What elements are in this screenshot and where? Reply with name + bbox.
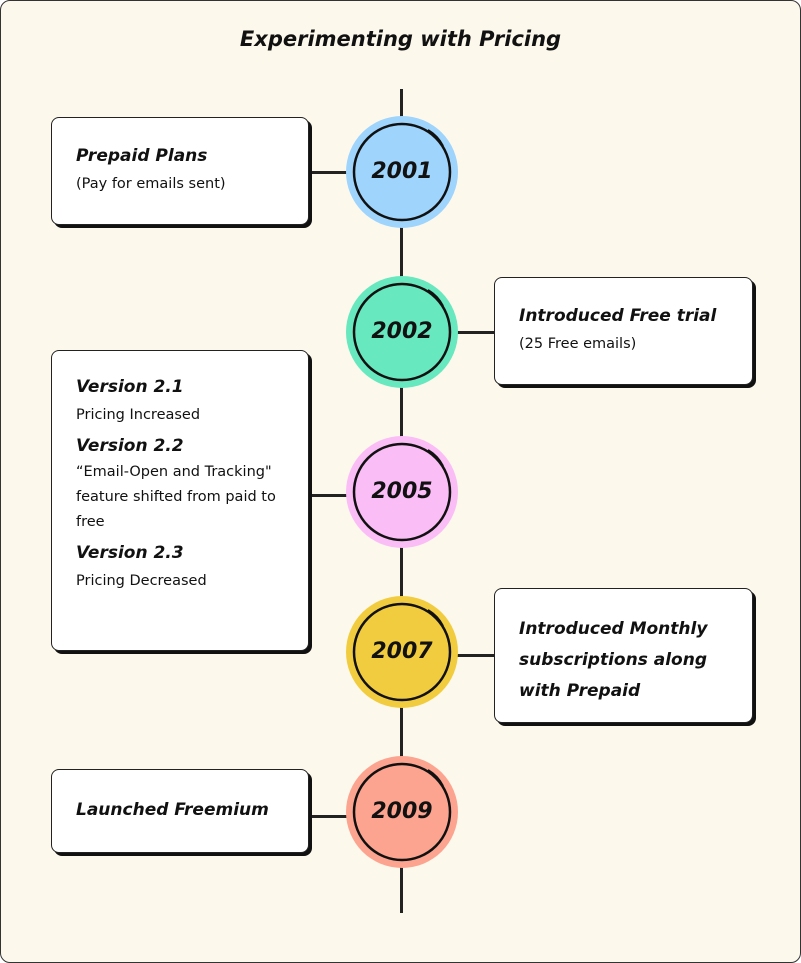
event-card-2005: Version 2.1 Pricing Increased Version 2.… — [51, 350, 309, 651]
version-text: Pricing Decreased — [76, 573, 207, 589]
event-text: (Pay for emails sent) — [76, 176, 226, 192]
version-title: Version 2.1 — [76, 377, 184, 397]
event-title: Launched Freemium — [76, 800, 269, 820]
year-marker-2009: 2009 — [346, 756, 458, 868]
event-text: (25 Free emails) — [519, 336, 637, 352]
diagram-title: Experimenting with Pricing — [239, 27, 562, 51]
connector — [456, 331, 496, 334]
version-text: Pricing Increased — [76, 407, 201, 423]
year-marker-2007: 2007 — [346, 596, 458, 708]
event-card-2002: Introduced Free trial (25 Free emails) — [494, 277, 753, 385]
connector — [456, 654, 496, 657]
connector — [309, 815, 349, 818]
version-text: “Email-Open and Tracking" feature shifte… — [76, 464, 276, 530]
year-marker-2002: 2002 — [346, 276, 458, 388]
year-marker-2001: 2001 — [346, 116, 458, 228]
event-card-2009: Launched Freemium — [51, 769, 309, 853]
event-title: Introduced Free trial — [519, 306, 717, 326]
version-title: Version 2.3 — [76, 543, 184, 563]
event-card-2007: Introduced Monthly subscriptions along w… — [494, 588, 753, 723]
year-marker-2005: 2005 — [346, 436, 458, 548]
connector — [309, 494, 349, 497]
version-title: Version 2.2 — [76, 436, 184, 456]
event-title: Introduced Monthly subscriptions along w… — [519, 619, 708, 701]
event-card-2001: Prepaid Plans (Pay for emails sent) — [51, 117, 309, 225]
event-title: Prepaid Plans — [76, 146, 208, 166]
connector — [309, 171, 349, 174]
